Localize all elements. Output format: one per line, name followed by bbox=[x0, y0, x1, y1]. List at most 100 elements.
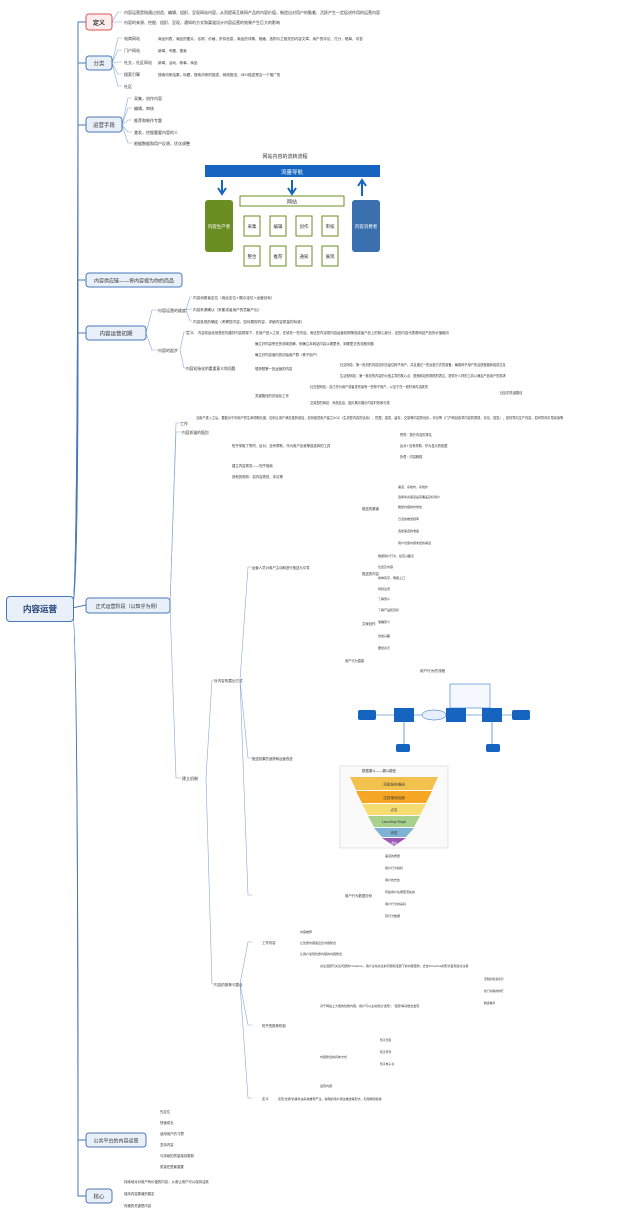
flow-step bbox=[295, 215, 313, 237]
flow-node bbox=[394, 708, 414, 722]
example-key: 社区 bbox=[124, 83, 132, 89]
funnel-level-label: 点击 bbox=[390, 807, 398, 812]
recommend-tactic-key: 定义 bbox=[262, 1096, 269, 1101]
example-key: 电商网站 bbox=[124, 35, 140, 41]
guide-item: 准确意义 bbox=[378, 619, 390, 624]
official-work-key: 工作 bbox=[180, 420, 188, 426]
definition-node[interactable] bbox=[85, 13, 113, 31]
funnel-level-label: Landing Page bbox=[382, 820, 407, 824]
funnel-level bbox=[368, 816, 420, 827]
funnel-title: 数据漏斗——漏斗模型 bbox=[362, 768, 397, 773]
flow-node bbox=[396, 744, 410, 752]
flow-step bbox=[243, 245, 261, 267]
branch-public: 公共平台的内容运营 先定位 快速成长 适用用户的习惯 坚持内容 与持续的质量保持… bbox=[85, 1109, 195, 1169]
branch-examples: 分类 电商网站 商品列表，商品的图片、名称、价格、折扣信息，商品的详情、规格、选… bbox=[85, 35, 363, 89]
flow-diagram: 网站内容的流转流程 流量导航 网站 内容生产者 内容消费者 采集 编辑 创作 审… bbox=[205, 153, 380, 267]
branch-means: 运营手段 采集，创作内容 编辑，审核 推荐和制作专题 激发，挖掘重要内容的人 根… bbox=[85, 95, 190, 146]
funnel-level bbox=[382, 838, 406, 846]
core-item: 保持内容渠道的稳定 bbox=[124, 1191, 155, 1196]
data-item: 有些用户在哪里流失的 bbox=[385, 889, 415, 894]
root-label: 内容运营 bbox=[22, 605, 57, 615]
guide-item: 推送内容的时效性 bbox=[398, 504, 422, 509]
initial-start-label: 内容初始化的重要意义和问题 bbox=[186, 366, 236, 371]
funnel-level bbox=[374, 828, 414, 837]
flow-consumer-box bbox=[352, 200, 380, 252]
funnel-level bbox=[362, 804, 426, 815]
initial-node[interactable] bbox=[85, 325, 147, 341]
guide-item: 日活的推送频率 bbox=[398, 516, 419, 521]
means-item: 采集，创作内容 bbox=[134, 95, 162, 101]
guide-group: 文案创作 bbox=[362, 621, 376, 626]
branch-initial: 内容运营初期 内容运营的维度 内容消费者定位（用此定位+展示定位+运营目标） 内… bbox=[85, 295, 523, 405]
core-item: 传播的关键是内容 bbox=[124, 1203, 152, 1208]
public-item: 与持续的质量保持更新 bbox=[160, 1153, 195, 1158]
public-node[interactable] bbox=[85, 1132, 147, 1148]
flow-step-label: 整合 bbox=[248, 253, 257, 260]
example-key: 社交，社区网站 bbox=[124, 59, 152, 65]
example-value: 搜索词条结果，标题，搜索词条的描述，网络推送，SEO描述是否一个推广的 bbox=[158, 72, 281, 77]
guide-item: 了解产品和目标 bbox=[378, 607, 399, 612]
branch-supply: 内容供应链——将内容视为你的商品 bbox=[85, 272, 183, 288]
guide-item: 要经表示 bbox=[378, 645, 390, 650]
flow-step-label: 编辑 bbox=[274, 223, 283, 230]
official-channel-label: 对内容的露出方式 bbox=[214, 678, 243, 683]
zhihu-hot-item: 话题的答案索引 bbox=[484, 977, 504, 981]
official-node[interactable] bbox=[85, 597, 171, 614]
flow-step-label: 展现 bbox=[326, 254, 335, 260]
initial-sub-item: 内容消费者定位（用此定位+展示定位+运营目标） bbox=[193, 295, 275, 300]
official-mech-sub: 赞同：提升内容的排名 bbox=[400, 432, 432, 437]
initial-start-item: 确立好内容所在的领域范畴，即确立本网站内容以哪里来，到哪里去的流程问题 bbox=[255, 341, 374, 346]
official-mech-sub: 反对+没有帮助：作为显示的依据 bbox=[400, 443, 448, 448]
zhihu-users: 运营内容 bbox=[320, 1083, 332, 1088]
root-node[interactable]: 内容运营 bbox=[6, 596, 74, 622]
recommend-work-item: 让优质内容露出及内容整合 bbox=[300, 940, 336, 945]
recommend-zhihu-label: 知乎的推荐机制 bbox=[262, 1023, 286, 1028]
means-item: 编辑，审核 bbox=[134, 105, 154, 111]
flow-step-label: 通知 bbox=[300, 253, 309, 260]
means-node[interactable] bbox=[85, 116, 123, 133]
initial-def-value: 内容初始化就是在构建好内容框架下，在用户进入之前，在填充一些内容，而这些内容是内… bbox=[198, 330, 450, 335]
official-mech-item: 知乎采取了赞同，反对，没有帮助，作为用户自我筛选选择的工具 bbox=[232, 443, 331, 448]
zhihu-integrate-item: 知乎日报 bbox=[380, 1038, 391, 1042]
official-guide-label: 运营人员对用户主动和进行推送与引导 bbox=[252, 565, 310, 570]
official-mech-sub: 折叠：内容糟糕 bbox=[400, 454, 423, 459]
zhihu-integrate-item: 知乎电子书 bbox=[380, 1062, 394, 1066]
initial-sub-label: 内容的起步 bbox=[158, 347, 178, 353]
flow-step bbox=[269, 245, 287, 267]
core-label: 核心 bbox=[93, 1193, 105, 1201]
zhihu-hot: 对于网站上大量的优质内容，用户可以主动通过'发现'，'话题'等功能去发现 bbox=[320, 1003, 419, 1008]
branch-official: 正式运营阶段（以知乎为例） 工作 当用户进入之后，要能对于你用户的生命周期长度，… bbox=[85, 415, 564, 1101]
example-value: 新闻，专题，搜索 bbox=[158, 48, 187, 53]
guide-item: 选送渠道的准备 bbox=[398, 528, 419, 533]
public-label: 公共平台的内容运营 bbox=[93, 1138, 138, 1145]
guide-group: 推送的渠道 bbox=[362, 506, 380, 511]
zhihu-integrate: 内容整合的具体方式 bbox=[320, 1054, 347, 1059]
initial-def-key: 定义 bbox=[186, 329, 194, 335]
flow-consumer-label: 内容消费者 bbox=[355, 223, 378, 230]
official-mech-label: 内容质量的甄别 bbox=[182, 430, 209, 435]
flow-node bbox=[446, 708, 466, 722]
guide-item: 激发兴趣 bbox=[378, 633, 390, 638]
flow-site-box bbox=[239, 195, 345, 207]
guide-item: 用户创造内容未经的渠道 bbox=[398, 540, 431, 545]
branch-core: 核心 持续地对对用户有价值的内容，从而让用户可以保持活跃 保持内容渠道的稳定 传… bbox=[85, 1179, 209, 1208]
public-item: 适用用户的习惯 bbox=[160, 1131, 184, 1136]
initial-sub-item: 内容呈现的确定（考察您内容，如何展现内容，详细内容质量的标准） bbox=[193, 319, 304, 324]
public-item: 质量任是最重要 bbox=[160, 1164, 184, 1169]
channel-item: 用户行为的流程 bbox=[420, 668, 446, 673]
examples-node[interactable] bbox=[85, 55, 113, 71]
guide-item: 渠道：系统内，系统外 bbox=[398, 484, 428, 489]
sub-connectors bbox=[111, 11, 252, 1099]
data-item: 用户行为指标 bbox=[385, 865, 403, 870]
core-node[interactable] bbox=[85, 1188, 113, 1204]
initial-sub-item: 内容来源确认（采集或者用户的贡献产出） bbox=[193, 307, 261, 312]
example-value: 新闻，活动，故事，商品 bbox=[158, 60, 198, 65]
flow-step-label: 审核 bbox=[326, 223, 335, 230]
flow-step bbox=[295, 245, 313, 267]
flow-note bbox=[449, 683, 491, 709]
supply-node[interactable] bbox=[85, 272, 183, 288]
data-item: 有行为数据 bbox=[385, 913, 400, 918]
guide-item: 特别注意 bbox=[378, 586, 390, 591]
